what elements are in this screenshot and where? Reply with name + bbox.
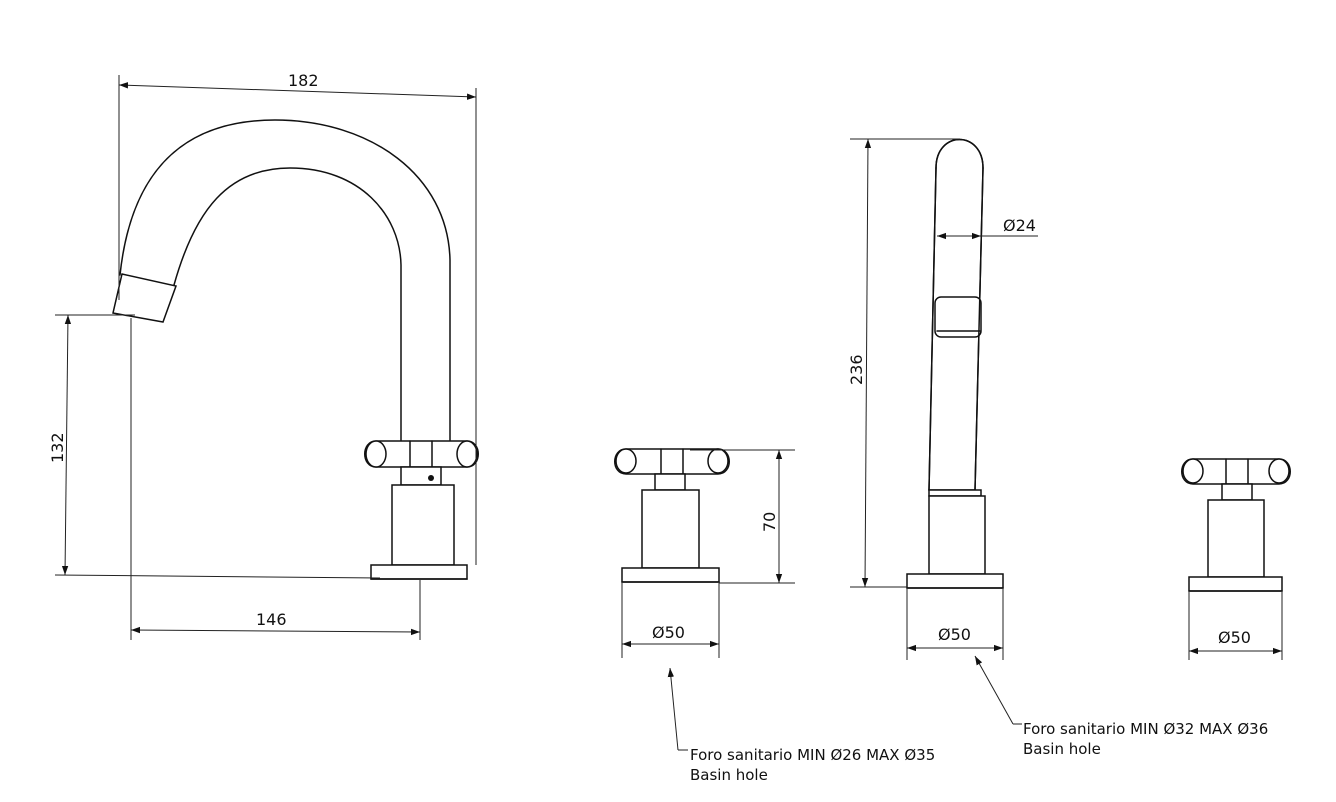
handle-left-dimensions: 70 Ø50 Foro sanitario MIN Ø26 MAX Ø35 Ba… [621,449,935,784]
spout-stem [400,466,442,486]
dim-hand-shower-diameter: Ø24 [1003,216,1036,235]
hand-shower-dimensions: 236 Ø24 Ø50 Foro sanitario MIN Ø32 MAX Ø… [847,138,1268,758]
spout-base [370,564,468,580]
handle-right-dimensions: Ø50 [1188,592,1283,660]
handle-right [1181,458,1291,592]
dim-base-right: Ø50 [1218,628,1251,647]
note-left-line1: Foro sanitario MIN Ø26 MAX Ø35 [690,746,935,764]
dim-hand-shower-height: 236 [847,354,866,385]
spout-neck-outer [119,119,451,441]
dim-spout-reach: 146 [256,610,287,629]
spout-mixer [112,119,479,580]
note-right-line1: Foro sanitario MIN Ø32 MAX Ø36 [1023,720,1268,738]
dim-handle-height: 70 [760,512,779,532]
spout-body [391,484,455,566]
note-left-line2: Basin hole [690,766,768,784]
hand-shower [906,138,1004,589]
handle-left [614,448,730,583]
spout-neck-inner [173,167,402,441]
dim-base-left: Ø50 [652,623,685,642]
dim-base-center: Ø50 [938,625,971,644]
note-right-line2: Basin hole [1023,740,1101,758]
dim-spout-width: 182 [288,71,319,90]
spout-dimensions: 182 132 146 [48,71,477,640]
dim-spout-height: 132 [48,432,67,463]
